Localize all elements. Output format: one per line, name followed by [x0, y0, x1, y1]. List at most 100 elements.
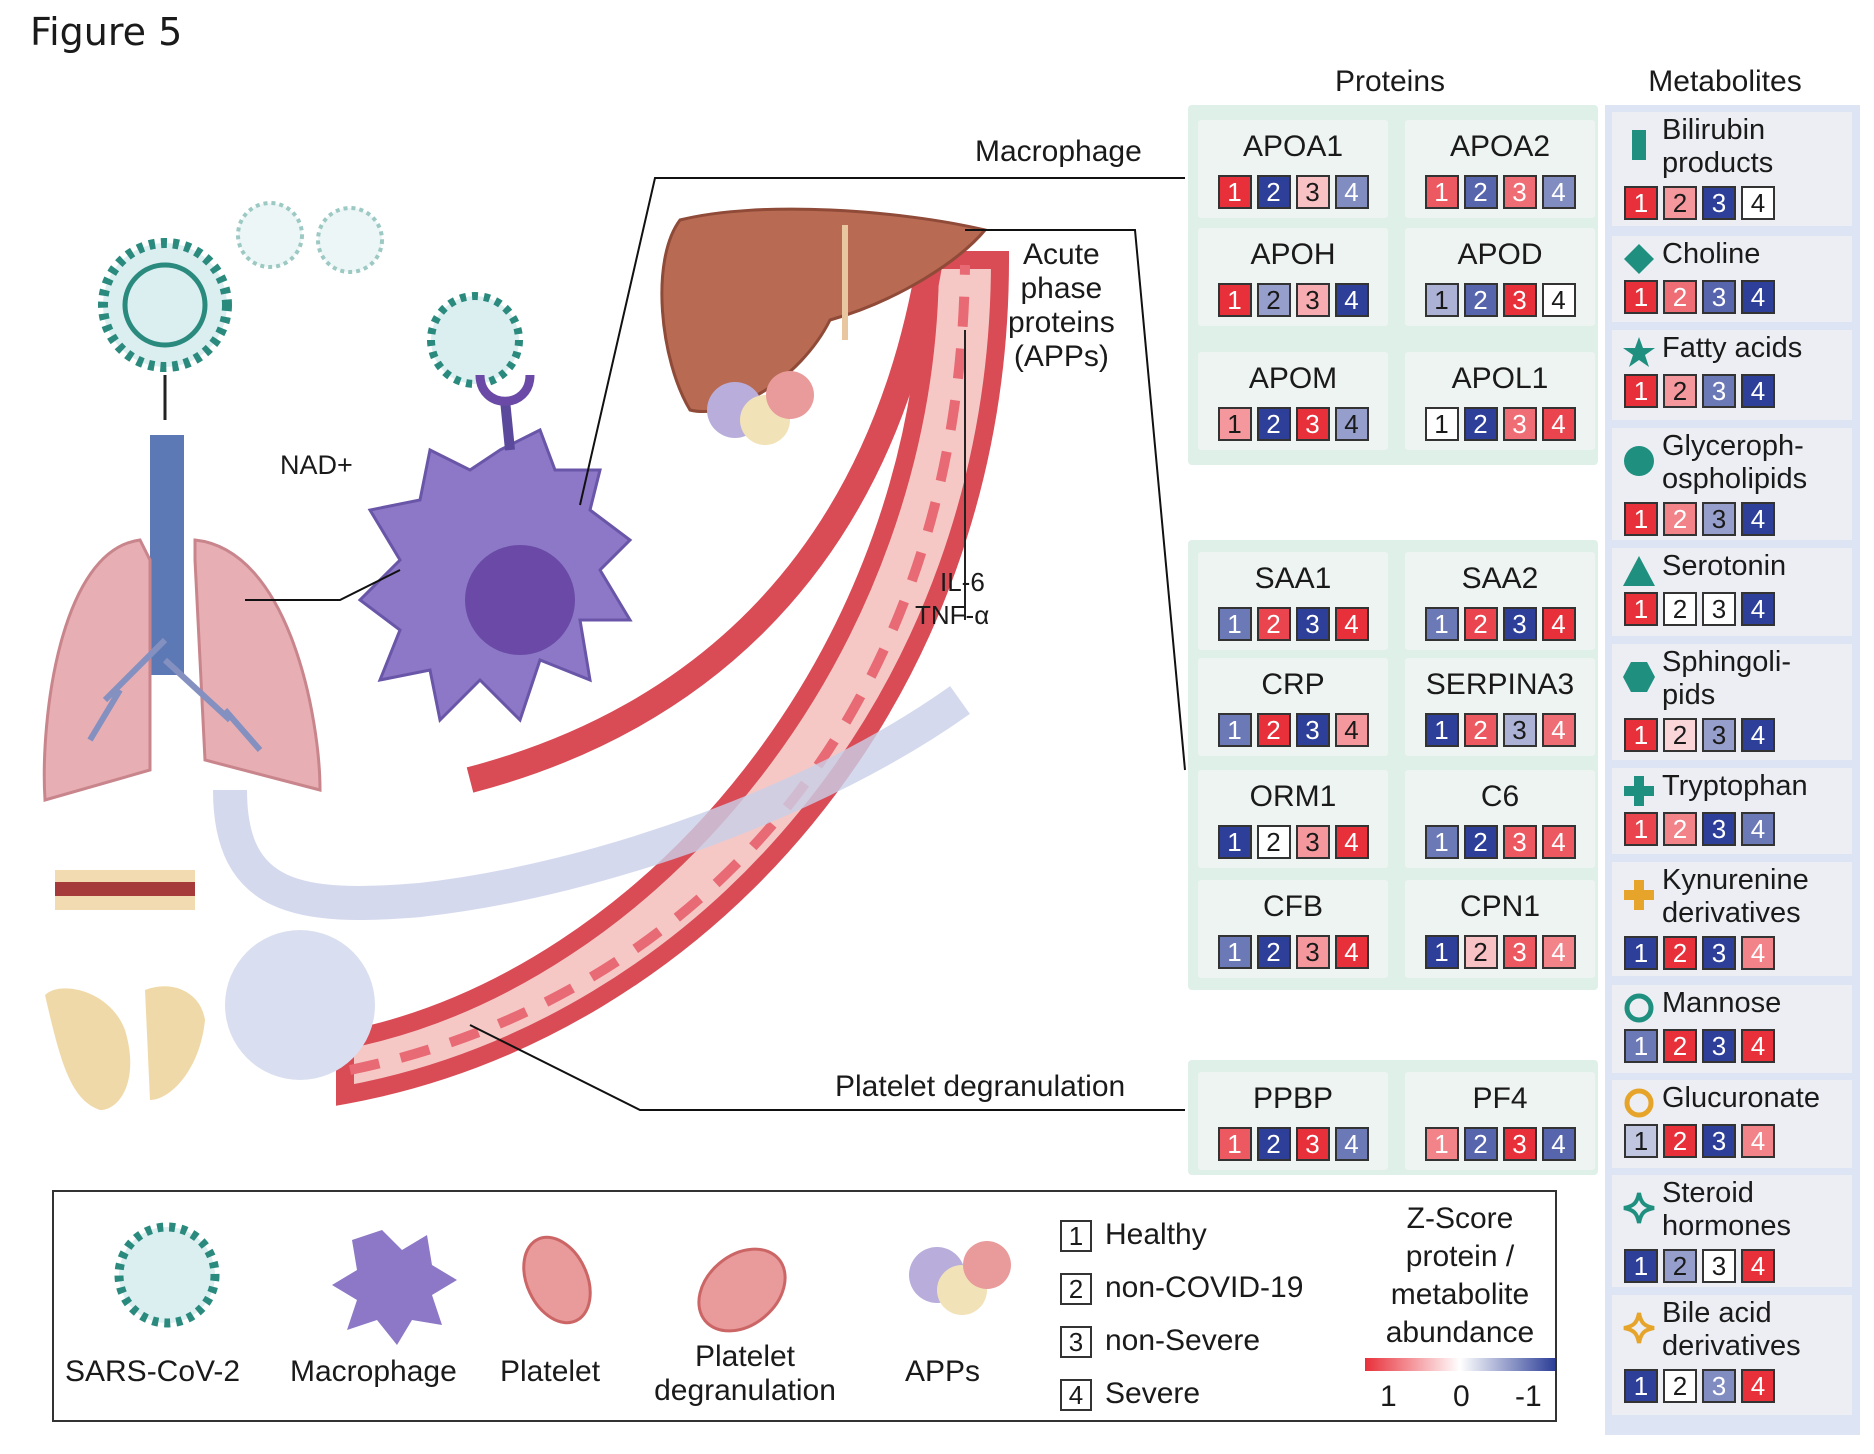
rectangle-icon	[1632, 130, 1646, 160]
protein-name: C6	[1480, 780, 1520, 813]
metabolite-label: Fatty acids	[1662, 332, 1803, 364]
protein-pf4-group-3-box: 3	[1502, 1127, 1537, 1161]
apps-icon	[909, 1241, 1011, 1315]
protein-saa2-group-2-box: 2	[1463, 607, 1498, 641]
protein-cfb-group-2-box: 2	[1256, 935, 1291, 969]
metabolite-0-group-4-box: 4	[1741, 186, 1775, 220]
sparkle-icon	[1623, 1312, 1655, 1344]
protein-c6-group-3-box: 3	[1502, 825, 1537, 859]
metabolite-1-group-2-box: 2	[1663, 280, 1697, 314]
metabolite-2-group-1-box: 1	[1624, 374, 1658, 408]
metabolite-11-group-3-box: 3	[1702, 1369, 1736, 1403]
metabolite-4-group-3-box: 3	[1702, 592, 1736, 626]
protein-apod-group-1-box: 1	[1424, 283, 1459, 317]
metabolite-1-group-3-box: 3	[1702, 280, 1736, 314]
sars-cov-2-icon	[114, 1222, 220, 1328]
protein-apol1-group-4-box: 4	[1541, 407, 1576, 441]
metabolite-7-group-2-box: 2	[1663, 936, 1697, 970]
metabolite-1-group-4-box: 4	[1741, 280, 1775, 314]
figure-title: Figure 5	[30, 10, 183, 54]
nad-label: NAD+	[280, 450, 353, 480]
blood-vessel	[336, 251, 1010, 1106]
protein-apoa2-group-3-box: 3	[1502, 175, 1537, 209]
metabolite-0-group-1-box: 1	[1624, 186, 1658, 220]
il6-label: IL-6	[940, 567, 985, 597]
protein-name: SAA2	[1461, 562, 1539, 595]
acute-phase-label: Acute phase proteins (APPs)	[1008, 238, 1115, 373]
legend-icons	[114, 1222, 1011, 1345]
legend-macrophage-label: Macrophage	[290, 1355, 457, 1388]
metabolite-0-group-2-box: 2	[1663, 186, 1697, 220]
macrophage-label: Macrophage	[975, 135, 1142, 168]
macrophage-icon	[332, 1230, 457, 1345]
metabolite-10-group-1-box: 1	[1624, 1249, 1658, 1283]
protein-apol1-group-3-box: 3	[1502, 407, 1537, 441]
protein-ppbp-group-4-box: 4	[1334, 1127, 1369, 1161]
legend-group-label: non-Severe	[1105, 1324, 1261, 1357]
protein-saa2-group-1-box: 1	[1424, 607, 1459, 641]
platelet-icon	[522, 1235, 592, 1325]
protein-apoa1-group-1-box: 1	[1217, 175, 1252, 209]
protein-apoa2-group-2-box: 2	[1463, 175, 1498, 209]
metabolite-6-group-4-box: 4	[1741, 812, 1775, 846]
protein-serpina3-group-1-box: 1	[1424, 713, 1459, 747]
protein-saa1-group-3-box: 3	[1295, 607, 1330, 641]
legend-apps-label: APPs	[905, 1355, 981, 1388]
metabolite-4-group-2-box: 2	[1663, 592, 1697, 626]
plus-icon	[1624, 776, 1654, 806]
metabolite-11-group-2-box: 2	[1663, 1369, 1697, 1403]
triangle-icon	[1623, 556, 1655, 586]
protein-name: APOD	[1457, 238, 1543, 271]
legend-group-label: Healthy	[1105, 1218, 1207, 1251]
metabolite-3-group-4-box: 4	[1741, 502, 1775, 536]
plus-icon	[1624, 880, 1654, 910]
protein-name: CRP	[1261, 668, 1325, 701]
protein-orm1-group-1-box: 1	[1217, 825, 1252, 859]
virus-illustration	[98, 201, 523, 420]
legend	[52, 1190, 1557, 1422]
sparkle-icon	[1623, 1192, 1655, 1224]
metabolite-label: Sphingoli-pids	[1662, 646, 1791, 711]
zscore-tick-1: 1	[1380, 1380, 1397, 1413]
circle-icon	[1624, 446, 1654, 476]
protein-ppbp-group-3-box: 3	[1295, 1127, 1330, 1161]
legend-group-number: 2	[1060, 1273, 1092, 1305]
protein-c6-group-1-box: 1	[1424, 825, 1459, 859]
connector-lines	[245, 177, 1186, 1111]
metabolite-2-group-3-box: 3	[1702, 374, 1736, 408]
legend-platelet-label: Platelet	[500, 1355, 601, 1388]
metabolite-3-group-2-box: 2	[1663, 502, 1697, 536]
protein-ppbp-group-1-box: 1	[1217, 1127, 1252, 1161]
platelet-degranulation-icon	[697, 1247, 787, 1333]
protein-name: ORM1	[1249, 780, 1337, 813]
metabolite-label: Glucuronate	[1662, 1082, 1820, 1114]
protein-serpina3-group-3-box: 3	[1502, 713, 1537, 747]
protein-crp-group-4-box: 4	[1334, 713, 1369, 747]
protein-saa2-group-4-box: 4	[1541, 607, 1576, 641]
protein-cpn1-group-3-box: 3	[1502, 935, 1537, 969]
metabolite-9-group-2-box: 2	[1663, 1124, 1697, 1158]
metabolites-header: Metabolites	[1648, 65, 1802, 98]
metabolite-5-group-2-box: 2	[1663, 718, 1697, 752]
protein-serpina3-group-2-box: 2	[1463, 713, 1498, 747]
protein-saa2-group-3-box: 3	[1502, 607, 1537, 641]
protein-serpina3-group-4-box: 4	[1541, 713, 1576, 747]
ring-icon	[1624, 993, 1654, 1023]
platelet-degranulation-label: Platelet degranulation	[835, 1070, 1126, 1103]
protein-apoh-group-3-box: 3	[1295, 283, 1330, 317]
metabolite-label: Glyceroph-ospholipids	[1662, 430, 1808, 495]
